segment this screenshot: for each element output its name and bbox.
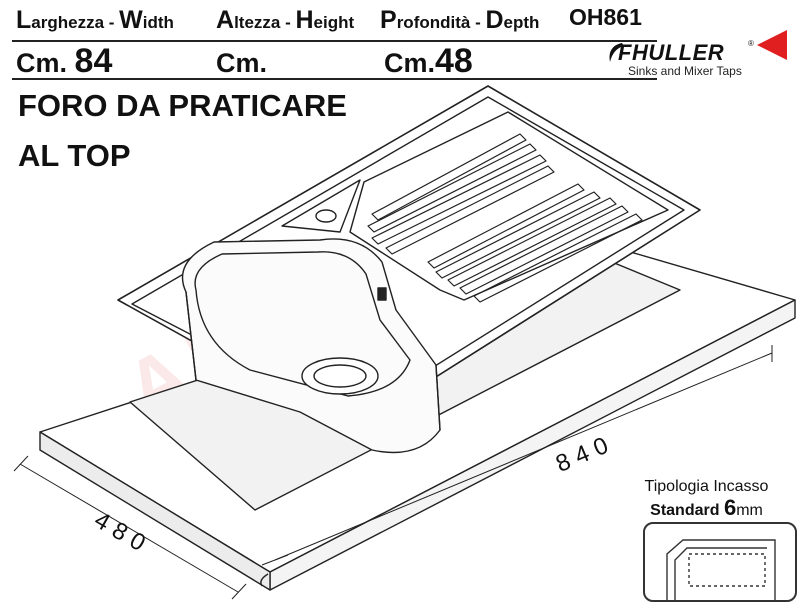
height-label: Altezza - Height — [216, 6, 355, 34]
countertop-left-edge — [39, 431, 271, 591]
overflow-icon — [377, 287, 387, 301]
sink-bowl — [181, 238, 441, 454]
installation-diagram — [643, 522, 797, 602]
drainboard-grooves — [367, 133, 643, 303]
width-label: Larghezza - Width — [16, 6, 174, 34]
installation-standard: Standard 6mm — [650, 495, 763, 520]
depth-label: Profondità - Depth — [380, 6, 540, 34]
product-code: OH861 — [569, 4, 642, 30]
installation-title: Tipologia Incasso — [644, 478, 769, 495]
drain-icon — [301, 357, 379, 395]
brand-swoosh-icon — [609, 43, 624, 62]
depth-value: Cm.48 — [384, 42, 473, 80]
brand-tagline: Sinks and Mixer Taps — [628, 64, 742, 78]
tap-hole-icon — [315, 209, 337, 223]
brand-name: FHULLER — [618, 40, 725, 65]
header-divider — [12, 40, 657, 42]
installation-type: Tipologia Incasso Standard 6mm — [613, 478, 800, 521]
width-value: Cm. 84 — [16, 42, 113, 80]
brand-registered-mark: ® — [748, 39, 754, 48]
title-line-1: FORO DA PRATICARE — [18, 88, 347, 123]
dimension-line-840 — [274, 352, 773, 561]
brand-logo: FHULLER ® Sinks and Mixer Taps — [606, 38, 756, 82]
flush-mount-profile-icon — [666, 539, 776, 600]
height-value: Cm. — [216, 48, 268, 78]
title-line-2: AL TOP — [18, 138, 131, 173]
header-bottom-divider — [12, 78, 657, 80]
red-arrow-icon — [757, 30, 787, 60]
dimension-line-480 — [19, 463, 239, 593]
drainboard — [349, 111, 669, 301]
